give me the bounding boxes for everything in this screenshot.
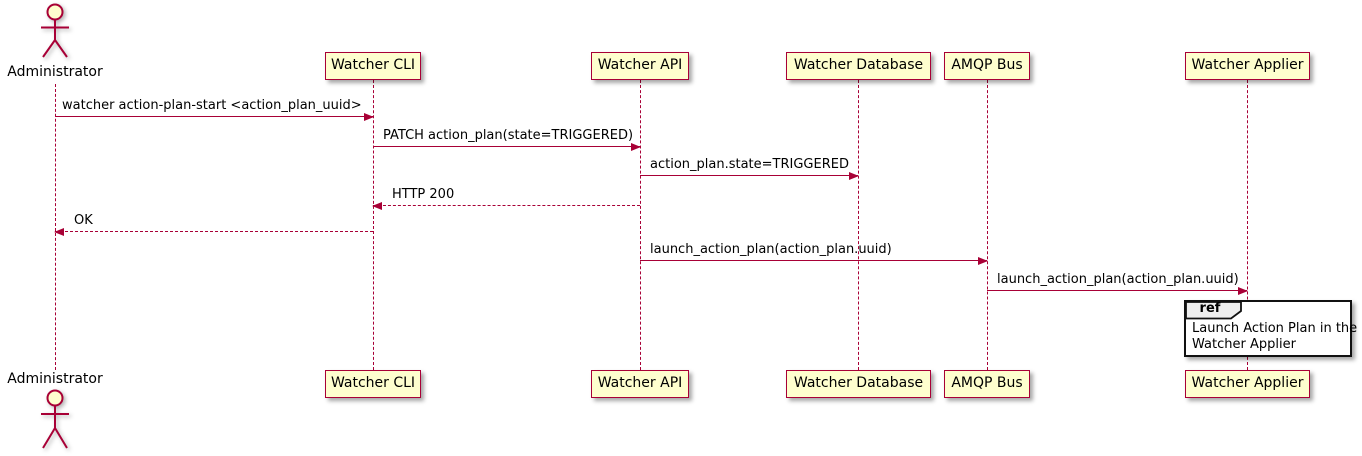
message-label: watcher action-plan-start <action_plan_u… xyxy=(62,98,362,113)
ref-tab: ref xyxy=(1185,301,1243,320)
message-action-plan-state: action_plan.state=TRIGGERED xyxy=(640,157,859,180)
participant-amqp-bus-bottom: AMQP Bus xyxy=(944,370,1030,398)
arrowhead-icon xyxy=(631,143,641,151)
participant-watcher-database-bottom: Watcher Database xyxy=(786,370,931,398)
participant-watcher-cli-bottom: Watcher CLI xyxy=(325,370,421,398)
ref-text-line1: Launch Action Plan in the xyxy=(1192,321,1358,336)
message-line xyxy=(640,260,987,261)
lifeline-administrator xyxy=(55,84,56,370)
message-label: launch_action_plan(action_plan.uuid) xyxy=(650,242,892,257)
actor-label-bottom: Administrator xyxy=(7,371,103,387)
actor-icon xyxy=(41,389,69,449)
message-action-plan-start: watcher action-plan-start <action_plan_u… xyxy=(55,98,374,121)
ref-fragment: ref Launch Action Plan in the Watcher Ap… xyxy=(1184,300,1358,357)
arrowhead-icon xyxy=(372,202,382,210)
lifeline-watcher-cli xyxy=(373,80,374,370)
message-label: PATCH action_plan(state=TRIGGERED) xyxy=(383,128,634,143)
message-label: launch_action_plan(action_plan.uuid) xyxy=(997,272,1239,287)
actor-icon xyxy=(41,3,69,58)
lifeline-watcher-database xyxy=(858,80,859,370)
ref-tab-shape xyxy=(1185,301,1242,320)
ref-text-line2: Watcher Applier xyxy=(1192,337,1296,352)
participant-watcher-api-bottom: Watcher API xyxy=(591,370,689,398)
message-line xyxy=(987,290,1247,291)
message-patch-action-plan: PATCH action_plan(state=TRIGGERED) xyxy=(373,128,641,151)
message-line xyxy=(373,146,640,147)
participant-watcher-api-top: Watcher API xyxy=(591,52,689,80)
message-label: OK xyxy=(74,213,93,228)
arrowhead-icon xyxy=(849,172,859,180)
participant-watcher-applier-bottom: Watcher Applier xyxy=(1185,370,1310,398)
participant-watcher-applier-top: Watcher Applier xyxy=(1185,52,1310,80)
message-line xyxy=(55,116,373,117)
message-label: action_plan.state=TRIGGERED xyxy=(650,157,849,172)
message-launch-action-plan-api: launch_action_plan(action_plan.uuid) xyxy=(640,242,988,265)
message-line xyxy=(640,175,858,176)
lifeline-watcher-applier xyxy=(1247,80,1248,370)
message-ok: OK xyxy=(54,213,373,236)
lifeline-watcher-api xyxy=(640,80,641,370)
message-label: HTTP 200 xyxy=(392,187,455,202)
arrowhead-icon xyxy=(978,257,988,265)
ref-text: Launch Action Plan in the Watcher Applie… xyxy=(1192,321,1358,353)
ref-tag-label: ref xyxy=(1199,301,1221,316)
participant-watcher-cli-top: Watcher CLI xyxy=(325,52,421,80)
arrowhead-icon xyxy=(1238,287,1248,295)
lifeline-amqp-bus xyxy=(987,80,988,370)
participant-amqp-bus-top: AMQP Bus xyxy=(944,52,1030,80)
message-line xyxy=(373,205,640,206)
message-line xyxy=(55,231,373,232)
message-http-200: HTTP 200 xyxy=(372,187,640,210)
message-launch-action-plan-amqp: launch_action_plan(action_plan.uuid) xyxy=(987,272,1248,295)
arrowhead-icon xyxy=(364,113,374,121)
actor-label-top: Administrator xyxy=(7,64,103,80)
arrowhead-icon xyxy=(54,228,64,236)
participant-watcher-database-top: Watcher Database xyxy=(786,52,931,80)
